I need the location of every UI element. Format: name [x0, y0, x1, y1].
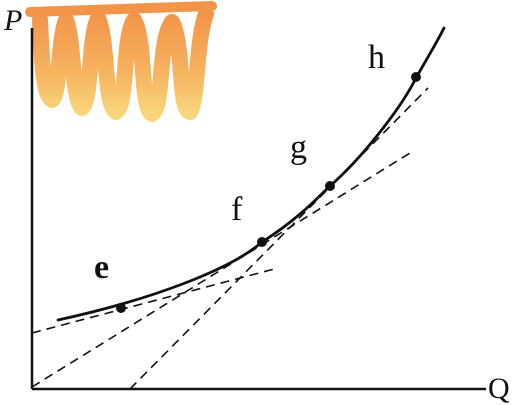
point-e [116, 303, 126, 313]
point-label-e: e [94, 249, 109, 286]
point-label-f: f [231, 191, 243, 228]
tangent-line-e [31, 267, 279, 334]
point-label-h: h [368, 39, 385, 76]
scribble-decoration [25, 1, 217, 122]
y-axis-label: P [3, 4, 22, 37]
tangent-line-h [129, 87, 429, 390]
x-axis-label: Q [488, 372, 510, 405]
point-h [411, 72, 421, 82]
curve [56, 26, 446, 322]
point-label-g: g [290, 129, 307, 166]
point-g [325, 181, 335, 191]
point-f [257, 237, 267, 247]
tangent-line-f [31, 152, 411, 388]
